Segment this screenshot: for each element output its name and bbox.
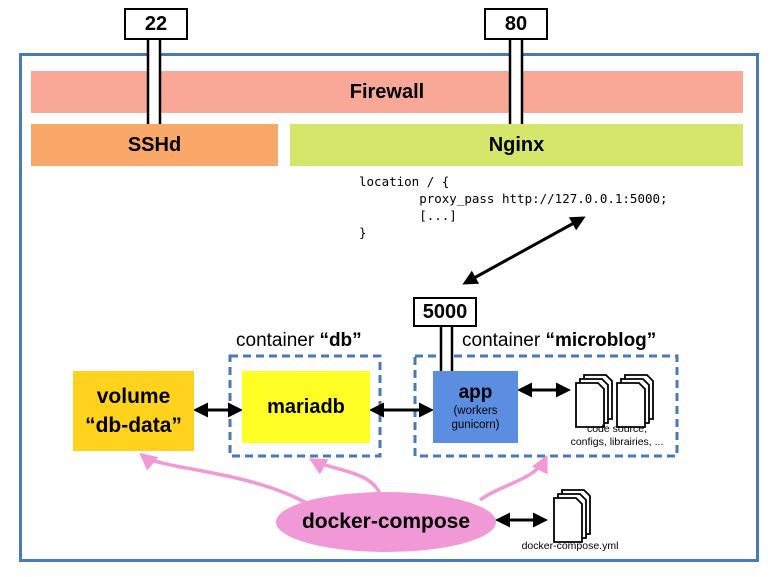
port-22-label: 22 [144,12,168,35]
port-80-pipe [508,40,524,124]
port-80-badge: 80 [484,8,548,40]
app-sub-2: gunicorn) [451,419,500,431]
app-files-line1: code source, [586,423,648,435]
port-5000-badge: 5000 [413,297,477,327]
docker-compose-ellipse: docker-compose [276,492,496,552]
nginx-to-5000-arrow [462,216,586,285]
container-db-prefix: container [236,330,320,351]
app-files-line2: configs, librairies, ... [570,436,664,448]
port-22-badge: 22 [124,8,188,40]
nginx-layer: Nginx [290,124,743,166]
port-80-label: 80 [504,12,528,35]
mariadb-label: mariadb [267,395,345,418]
compose-file-icon [553,489,591,543]
container-microblog-title: container “microblog” [462,330,656,352]
nginx-config-snippet: location / { proxy_pass http://127.0.0.1… [359,174,668,240]
sshd-label: SSHd [127,133,182,156]
compose-to-microblog-arrow [478,454,548,502]
firewall-label: Firewall [349,80,425,103]
port-22-pipe [146,40,162,124]
container-microblog-border [413,354,679,458]
app-label: app [458,382,493,403]
container-microblog-prefix: container [462,330,546,351]
port-5000-label: 5000 [422,300,468,323]
container-db-title: container “db” [236,330,362,352]
mariadb-box: mariadb [242,371,370,443]
port-5000-pipe [439,327,454,371]
app-sub-1: (workers [453,405,498,417]
app-files-caption: code source, configs, librairies, ... [557,423,677,449]
volume-label: volume [96,385,171,408]
sshd-layer: SSHd [31,124,278,166]
container-microblog-name: “microblog” [545,330,657,351]
app-box: app (workers gunicorn) [433,371,518,443]
compose-file-caption: docker-compose.yml [521,540,619,552]
document-stack-icon [575,374,654,428]
docker-compose-label: docker-compose [301,510,471,533]
compose-to-volume-arrow [139,452,311,507]
container-db-name: “db” [319,330,362,351]
volume-name: “db-data” [85,414,182,437]
server-frame [19,53,759,562]
compose-to-db-arrow [308,458,382,495]
nginx-label: Nginx [488,133,545,156]
volume-box: volume “db-data” [73,371,194,451]
